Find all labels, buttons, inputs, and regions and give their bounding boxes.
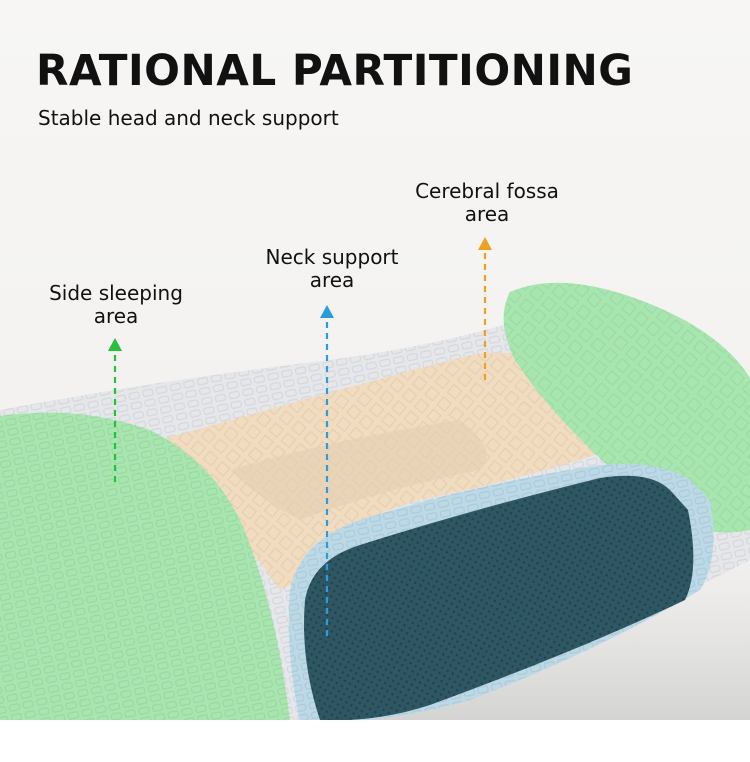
label-side-sleeping-area: Side sleeping area [49,281,183,328]
arrow-neck-support [320,305,334,636]
page-title: RATIONAL PARTITIONING [36,46,634,96]
label-neck-support-area: Neck support area [265,245,399,292]
arrow-cerebral-fossa [478,237,492,380]
arrow-side-sleeping [108,338,122,482]
label-cerebral-fossa-area: Cerebral fossa area [415,179,559,226]
neck-zone-mesh [304,475,694,720]
page-subtitle: Stable head and neck support [38,106,339,130]
